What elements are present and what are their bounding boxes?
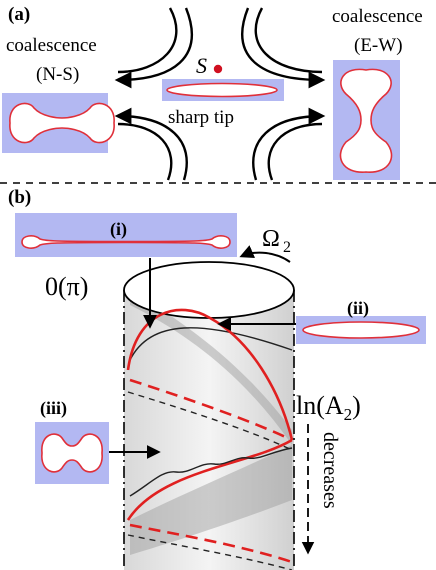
helix-black-dashed-upper xyxy=(127,391,293,451)
ln-label-main: ln(A xyxy=(296,391,344,420)
phase-label: 0(π) xyxy=(45,272,88,301)
inset-i-shape xyxy=(21,235,231,249)
rotation-subscript: 2 xyxy=(283,239,291,256)
inset-iii-shape xyxy=(41,433,103,473)
right-direction-label: (E-W) xyxy=(354,35,403,56)
sharp-tip-label: sharp tip xyxy=(168,107,234,128)
helix-shadow-band xyxy=(130,290,292,555)
helix-curves xyxy=(126,308,294,570)
panel-b-tag: (b) xyxy=(8,187,31,208)
streamlines xyxy=(114,7,326,181)
inset-i xyxy=(15,213,237,257)
panel-b: (b) Ω 2 (i) 0(π) xyxy=(8,187,426,570)
panel-a-tag: (a) xyxy=(8,4,30,25)
right-coalescence-label: coalescence xyxy=(332,6,423,27)
helix-black-dashed-lower xyxy=(127,534,293,570)
helix-red-dashed-lower xyxy=(129,523,293,564)
left-direction-label: (N-S) xyxy=(36,64,79,85)
point-s-label: S xyxy=(196,53,207,78)
helix-black-wavy-lower xyxy=(129,447,293,497)
helix-black-solid xyxy=(129,327,293,361)
inset-ii-label: (ii) xyxy=(347,298,369,319)
inset-i-label: (i) xyxy=(110,219,127,240)
point-s-marker xyxy=(213,64,223,74)
ln-label-close: ) xyxy=(352,391,361,420)
inset-iii-label: (iii) xyxy=(40,398,67,419)
ew-dumbbell-shape xyxy=(339,68,393,173)
helix-red-dashed-upper xyxy=(129,378,293,442)
left-coalescence-label: coalescence xyxy=(6,35,97,56)
ln-label-sub: 2 xyxy=(344,405,353,424)
helix-red-solid-lower xyxy=(126,438,293,521)
thin-ellipse-shape xyxy=(166,82,278,98)
rotation-arrow xyxy=(239,245,291,263)
ns-dumbbell-shape xyxy=(9,102,115,144)
inset-ii-shape xyxy=(302,321,420,339)
ln-label: ln(A2) xyxy=(296,391,361,424)
rotation-label: Ω xyxy=(262,226,280,252)
decreases-label: decreases xyxy=(319,432,341,509)
panel-a: (a) coalescence (N-S) coalescence (E-W) … xyxy=(2,4,423,181)
